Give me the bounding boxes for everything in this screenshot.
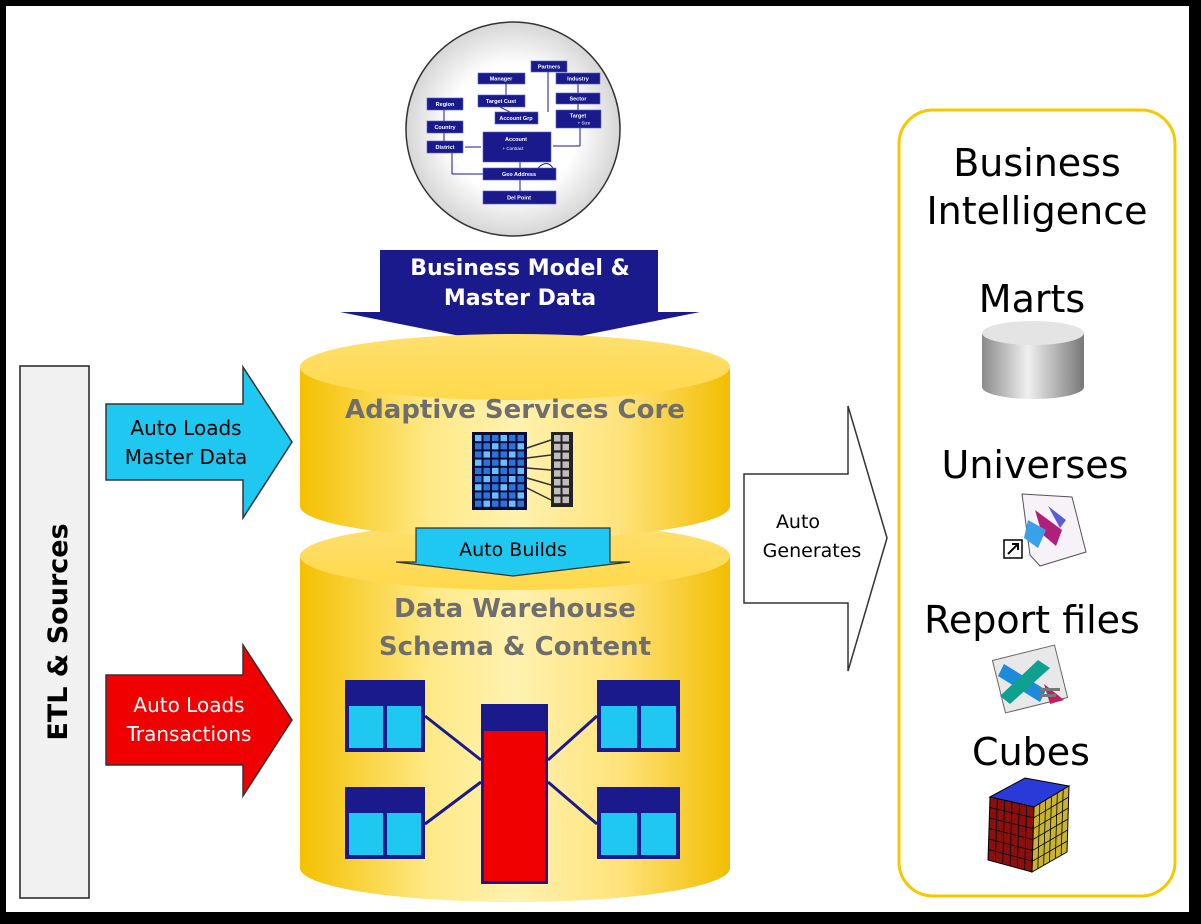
auto-loads-transactions-arrow: Auto Loads Transactions [105,642,293,799]
entity-country [426,120,464,134]
database-icon [982,321,1084,399]
model-label: Region [436,102,455,108]
model-sublabel: + Size [578,121,591,126]
auto-builds-arrow: Auto Builds [395,527,631,577]
bi-title-2: Intelligence [926,189,1147,233]
business-model-label: Business Model & [410,256,630,281]
report-files-label: Report files [924,598,1140,642]
entity-region [426,97,464,111]
dw-title-2: Schema & Content [379,632,651,662]
dimension-table [597,680,680,752]
dimension-table [345,680,425,752]
core-title: Adaptive Services Core [345,395,685,425]
business-intelligence-panel: Business Intelligence Marts Universes Re… [897,108,1177,898]
entity-industry [555,72,601,85]
entity-sector [555,92,601,105]
marts-label: Marts [979,277,1085,321]
model-label: Account [505,137,527,143]
fact-table [481,704,548,884]
cubes-label: Cubes [972,730,1090,774]
model-label: District [436,145,455,151]
model-label: Target [570,114,587,120]
auto-loads-tx-label: Auto Loads [133,693,244,717]
adaptive-services-core-cylinder: Adaptive Services Core [300,334,730,539]
auto-generates-label-2: Generates [763,540,862,562]
model-label: Industry [567,77,590,83]
model-label: Target Cust [486,99,516,105]
model-label: Geo Address [502,172,536,178]
model-label: Country [434,125,456,131]
master-data-label: Master Data [444,286,596,311]
dimension-table [345,787,425,859]
report-file-icon [991,644,1069,714]
auto-builds-label: Auto Builds [459,539,567,561]
entity-target [555,109,602,129]
data-warehouse-cylinder: Data Warehouse Schema & Content [300,522,730,902]
entity-del-point [482,190,557,205]
entity-partners [530,60,568,73]
entity-target-cust [477,94,526,108]
model-label: Partners [538,65,560,71]
entity-geo-address [482,167,557,181]
entity-district [426,140,464,154]
entity-account [482,131,552,163]
server-cluster-icon [472,432,573,510]
auto-generates-label: Auto [776,511,820,533]
auto-loads-master-label-2: Master Data [125,445,247,469]
entity-manager [477,72,526,85]
auto-loads-master-arrow: Auto Loads Master Data [105,364,293,521]
business-model-diagram: Partners Manager Industry Target Cust Se… [405,21,621,237]
auto-loads-master-label: Auto Loads [130,416,241,440]
etl-sources-bar: ETL & Sources [19,365,90,899]
model-label: Sector [569,97,587,103]
dw-title: Data Warehouse [394,594,636,624]
universes-label: Universes [942,443,1129,487]
model-label: Account Grp [499,116,533,122]
cube-icon [987,777,1071,873]
auto-generates-arrow: Auto Generates [743,405,888,672]
etl-sources-label: ETL & Sources [43,523,74,740]
bi-title: Business [953,141,1121,185]
business-model-arrow: Business Model & Master Data [340,250,700,348]
model-label: Del Point [507,196,531,202]
universe-icon [1003,493,1087,567]
model-sublabel: + Contract [503,146,525,151]
entity-account-grp [494,111,539,125]
auto-loads-tx-label-2: Transactions [126,722,252,746]
model-label: Manager [490,77,513,83]
dimension-table [597,787,680,859]
